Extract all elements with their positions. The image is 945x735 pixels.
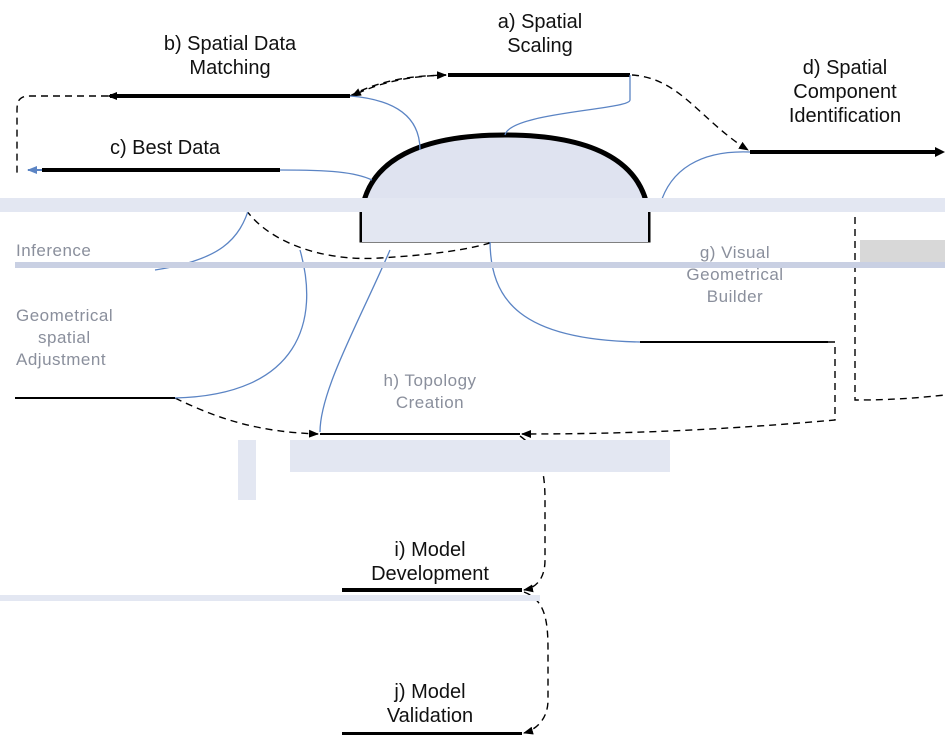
label-spatial-scaling-line-1: a) Spatial xyxy=(497,11,583,33)
label-spatial-component-identification-line-3: Identification xyxy=(788,105,902,127)
label-spatial-scaling: a) Spatial Scaling xyxy=(470,10,610,58)
label-geometrical-spatial-adjustment: Geometrical spatial Adjustment xyxy=(16,305,176,371)
glitch-band-ellipse-lower xyxy=(362,212,648,242)
blue-ellipse-to-inference xyxy=(154,204,251,271)
blue-ellipse-to-adjustment xyxy=(174,249,308,399)
blue-bestdata-to-ellipse xyxy=(279,169,373,181)
label-topology-line-2: Creation xyxy=(395,393,465,412)
label-model-validation: j) Model Validation xyxy=(335,680,525,728)
label-spatial-component-identification-line-1: d) Spatial xyxy=(802,57,888,79)
label-builder-line-3: Builder xyxy=(706,287,764,306)
label-adjustment-line-1: Geometrical xyxy=(16,306,114,325)
label-adjustment-line-3: Adjustment xyxy=(16,350,107,369)
label-best-data: c) Best Data xyxy=(70,136,260,160)
blue-matching-to-ellipse xyxy=(349,95,421,151)
label-model-development-line-2: Development xyxy=(371,563,489,585)
label-builder-line-2: Geometrical xyxy=(686,265,784,284)
label-visual-geometrical-builder: g) Visual Geometrical Builder xyxy=(650,242,820,308)
dashed-loop-left xyxy=(16,92,117,175)
dashed-ellipse-arc xyxy=(239,199,501,260)
blue-ellipse-to-builder xyxy=(489,239,641,343)
label-model-development-line-1: i) Model xyxy=(394,539,466,561)
glitch-band-right xyxy=(860,240,945,262)
dashed-scaling-to-matching xyxy=(351,74,447,97)
glitch-band-top xyxy=(0,198,945,212)
dashed-scaling-to-component xyxy=(631,74,749,151)
dashed-to-topology xyxy=(174,397,319,438)
label-model-validation-line-2: Validation xyxy=(386,705,474,727)
dashed-component-down xyxy=(854,205,945,401)
dashed-topology-to-development xyxy=(519,435,546,593)
dashed-builder-to-topology xyxy=(521,341,836,438)
label-inference-fragment: Inference xyxy=(16,240,156,262)
label-topology-line-1: h) Topology xyxy=(383,371,477,390)
dashed-development-to-validation xyxy=(523,591,549,735)
dashed-matching-to-scaling xyxy=(349,71,447,97)
glitch-band-mid xyxy=(15,262,945,268)
blue-scaling-to-ellipse xyxy=(504,75,631,136)
label-inference-fragment-text: Inference xyxy=(16,241,92,260)
label-best-data-line-1: c) Best Data xyxy=(109,137,221,159)
glitch-band-lower xyxy=(0,595,540,601)
blue-ellipse-to-topology xyxy=(319,249,391,433)
label-spatial-scaling-line-2: Scaling xyxy=(507,35,573,57)
label-spatial-data-matching-line-2: Matching xyxy=(189,57,271,79)
blue-component-to-ellipse xyxy=(659,151,751,206)
label-spatial-component-identification: d) Spatial Component Identification xyxy=(760,56,930,128)
label-builder-line-1: g) Visual xyxy=(699,243,771,262)
label-topology-creation: h) Topology Creation xyxy=(340,370,520,414)
glitch-band-left-column xyxy=(238,440,256,500)
label-model-development: i) Model Development xyxy=(335,538,525,586)
label-model-validation-line-1: j) Model xyxy=(394,681,466,703)
glitch-band-center xyxy=(290,440,670,472)
label-spatial-data-matching-line-1: b) Spatial Data xyxy=(163,33,297,55)
label-adjustment-line-2: spatial xyxy=(38,328,91,347)
arrow-tip-d xyxy=(935,147,945,157)
label-spatial-component-identification-line-2: Component xyxy=(793,81,897,103)
label-spatial-data-matching: b) Spatial Data Matching xyxy=(120,32,340,80)
